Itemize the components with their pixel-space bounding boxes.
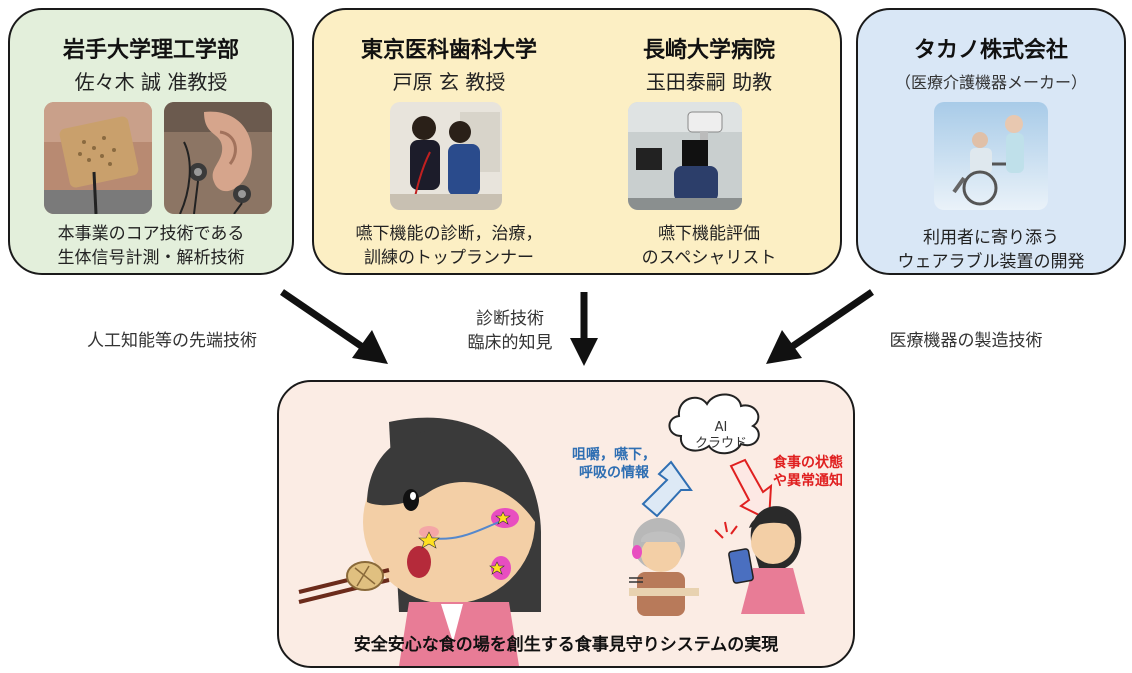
outcome-caption: 安全安心な食の場を創生する食事見守りシステムの実現 [353,635,779,655]
nagasaki-name: 長崎大学病院 [642,38,775,63]
contribution-clinical: 臨床的知見 [467,333,553,353]
takano-desc-line2: ウェアラブル装置の開発 [897,252,1085,272]
nagasaki-desc-line2: のスペシャリスト [641,248,777,268]
contribution-ai: 人工知能等の先端技術 [87,331,257,351]
eating-girl-illustration [298,417,541,666]
takano-name: タカノ株式会社 [913,38,1068,63]
sensor-skin-photo [44,102,152,214]
ai-cloud-icon [668,393,760,455]
grandmother-illustration [629,518,699,616]
contribution-diagnosis: 診断技術 [476,309,544,329]
cloud-label-cloud: クラウド [694,436,747,451]
tmdu-desc-line1: 嚥下機能の診断，治療， [355,224,543,244]
contribution-manufacturing: 医療機器の製造技術 [889,331,1043,351]
nagasaki-person: 玉田泰嗣 助教 [645,70,773,94]
upload-arrow-icon [641,460,693,518]
nagasaki-desc-line1: 嚥下機能評価 [658,224,760,244]
iwate-desc-line1: 本事業のコア技術である [57,224,245,244]
tmdu-person: 戸原 玄 教授 [392,70,506,94]
cloud-label-ai: AI [714,420,728,435]
sensor-ear-photo [164,102,272,214]
tmdu-desc-line2: 訓練のトップランナー [364,248,534,268]
clinic-xray-photo [628,102,742,210]
arrow-down-icon [570,292,598,366]
iwate-university-box: 岩手大学理工学部 佐々木 誠 准教授 本事業のコア技術である 生体信号計測 [8,8,294,275]
notify-arrow-icon [729,458,773,522]
outcome-illustration [298,393,805,666]
takano-subtitle: （医療介護機器メーカー） [894,73,1087,92]
takano-desc-line1: 利用者に寄り添う [923,228,1059,248]
iwate-person: 佐々木 誠 准教授 [74,70,228,94]
upload-label-line2: 呼吸の情報 [579,465,649,481]
caregiver-illustration [714,506,805,614]
takano-box: タカノ株式会社 （医療介護機器メーカー） 利用者に寄り添う ウェアラブル装置の開… [856,8,1126,275]
upload-label-line1: 咀嚼，嚥下， [572,447,656,463]
clinical-partners-box: 東京医科歯科大学 戸原 玄 教授 長崎大学病院 玉田泰嗣 助教 嚥下機能の診断，… [312,8,842,275]
wheelchair-photo [934,102,1048,210]
notify-label-line2: や異常通知 [773,473,843,489]
notify-label-line1: 食事の状態 [773,455,843,471]
iwate-name: 岩手大学理工学部 [62,38,239,63]
outcome-box: AI クラウド 咀嚼，嚥下， 呼吸の情報 食事の状態 や異常通知 安全安心な食の… [277,380,855,668]
iwate-desc-line2: 生体信号計測・解析技術 [57,248,245,268]
clinic-exam-photo [390,102,502,210]
arrow-down-left-icon [766,289,874,364]
tmdu-name: 東京医科歯科大学 [360,38,537,63]
arrow-down-right-icon [280,289,388,364]
